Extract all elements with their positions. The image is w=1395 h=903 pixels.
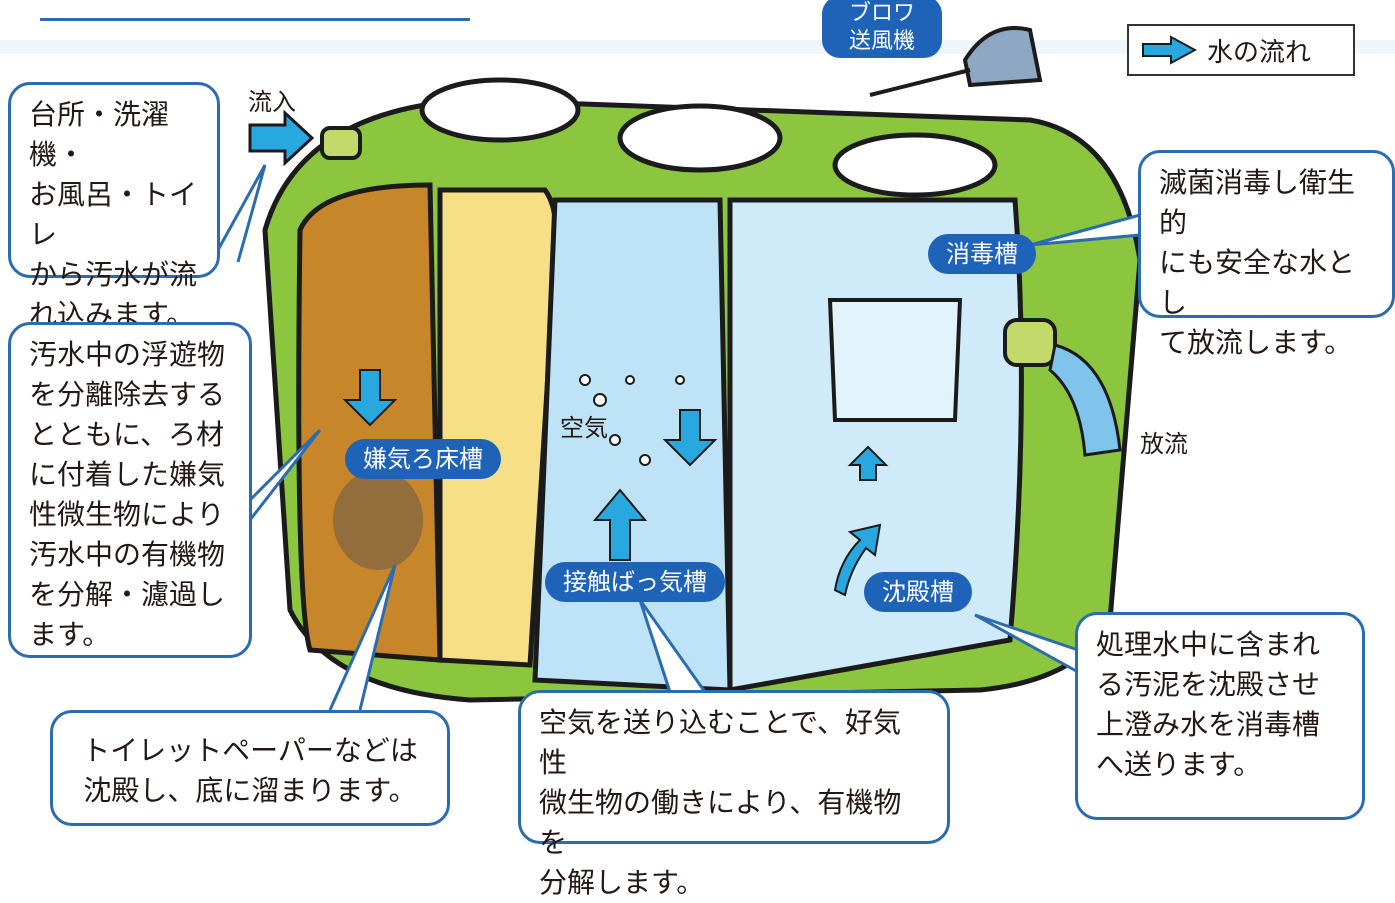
tag-disinfection: 消毒槽 xyxy=(928,234,1036,274)
manhole-2 xyxy=(617,103,783,173)
callout-settling: 処理水中に含まれ る汚泥を沈殿させ 上澄み水を消毒槽 へ送ります。 xyxy=(1075,612,1365,820)
callout-anaerobic: 汚水中の浮遊物 を分離除去する とともに、ろ材 に付着した嫌気 性微生物により … xyxy=(8,322,252,658)
flow-arrow-2 xyxy=(592,488,648,561)
manhole-1 xyxy=(419,77,581,143)
pointer-inflow xyxy=(216,164,267,263)
inflow-arrow xyxy=(248,109,315,167)
flow-arrow-4 xyxy=(833,523,882,597)
callout-paper: トイレットペーパーなどは 沈殿し、底に溜まります。 xyxy=(50,710,450,826)
legend-label: 水の流れ xyxy=(1207,37,1312,68)
outflow-pipe xyxy=(1003,318,1057,367)
flow-arrow-1 xyxy=(342,369,398,427)
pointer-paper xyxy=(328,564,397,711)
air-label: 空気 xyxy=(560,408,608,443)
pointer-anaerobic xyxy=(248,428,322,521)
pointer-settling xyxy=(974,613,1079,674)
flow-legend: 水の流れ xyxy=(1127,24,1355,76)
manhole-3 xyxy=(832,132,998,198)
outflow-water xyxy=(1048,343,1122,457)
headline-underline xyxy=(40,0,470,21)
flow-arrow-5 xyxy=(847,445,889,481)
disinfection-chamber xyxy=(827,298,963,422)
legend-arrow-icon xyxy=(1142,35,1197,65)
inflow-label: 流入 xyxy=(248,88,296,116)
callout-inflow: 台所・洗濯機・ お風呂・トイレ から汚水が流 れ込みます。 xyxy=(8,82,220,331)
callout-disinfection: 滅菌消毒し衛生的 にも安全な水とし て放流します。 xyxy=(1138,150,1395,359)
inflow-pipe xyxy=(320,126,362,160)
sludge xyxy=(333,470,423,570)
tag-anaerobic: 嫌気ろ床槽 xyxy=(345,439,501,479)
tag-aeration: 接触ばっ気槽 xyxy=(545,562,725,602)
tag-settling: 沈殿槽 xyxy=(864,572,972,612)
blower-label: ブロワ 送風機 xyxy=(822,0,942,58)
outflow-label: 放流 xyxy=(1140,430,1188,458)
blower-unit xyxy=(962,26,1043,88)
callout-aeration: 空気を送り込むことで、好気性 微生物の働きにより、有機物を 分解します。 xyxy=(518,690,950,899)
flow-arrow-3 xyxy=(662,409,718,467)
